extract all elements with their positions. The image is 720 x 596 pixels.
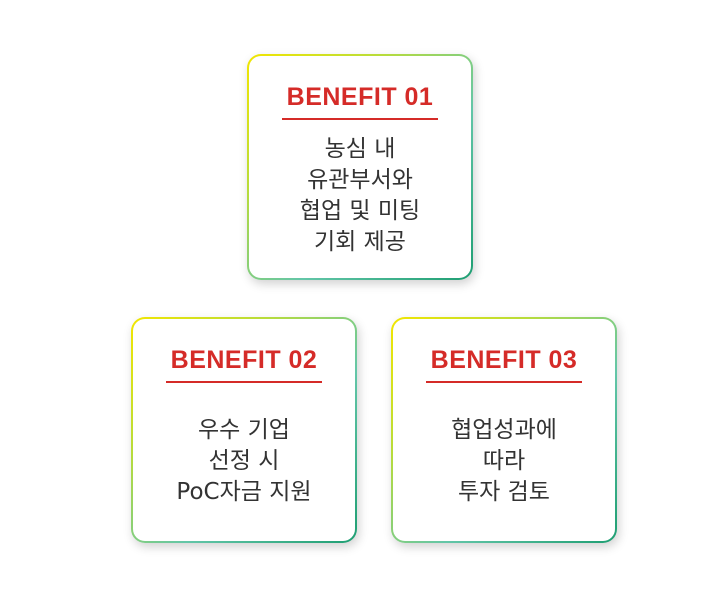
- benefit-title: BENEFIT 02: [170, 346, 318, 374]
- benefit-card-03: BENEFIT 03 협업성과에 따라 투자 검토: [391, 317, 617, 543]
- description-line: PoC자금 지원: [176, 479, 312, 505]
- title-divider: [426, 381, 582, 383]
- benefit-description: 협업성과에 따라 투자 검토: [403, 415, 605, 508]
- description-line: 기회 제공: [314, 229, 406, 255]
- title-divider: [166, 381, 322, 383]
- benefit-card-01: BENEFIT 01 농심 내 유관부서와 협업 및 미팅 기회 제공: [247, 54, 473, 280]
- description-line: 유관부서와: [307, 167, 413, 193]
- description-line: 협업성과에: [451, 417, 557, 443]
- benefit-description: 농심 내 유관부서와 협업 및 미팅 기회 제공: [259, 134, 461, 258]
- description-line: 따라: [482, 448, 526, 474]
- description-line: 선정 시: [208, 448, 280, 474]
- description-line: 협업 및 미팅: [299, 198, 421, 224]
- description-line: 농심 내: [324, 136, 396, 162]
- benefit-card-02: BENEFIT 02 우수 기업 선정 시 PoC자금 지원: [131, 317, 357, 543]
- title-divider: [282, 118, 438, 120]
- benefit-title: BENEFIT 03: [430, 346, 578, 374]
- description-line: 투자 검토: [458, 479, 550, 505]
- benefit-title: BENEFIT 01: [286, 83, 434, 111]
- description-line: 우수 기업: [198, 417, 290, 443]
- benefit-description: 우수 기업 선정 시 PoC자금 지원: [143, 415, 345, 508]
